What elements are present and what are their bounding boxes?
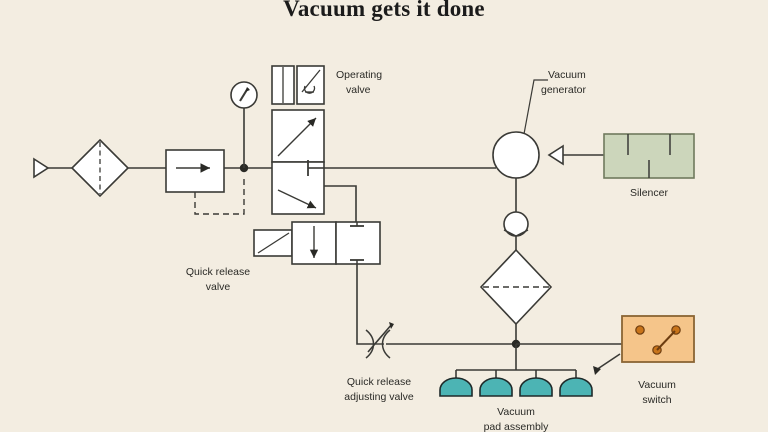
- silencer: [603, 133, 695, 179]
- label-quick-release-adjusting-valve-line1: Quick release: [347, 376, 411, 388]
- label-operating-valve-line1: Operating: [336, 69, 382, 81]
- diagram-labels: Operating valve Vacuum generator Silence…: [186, 69, 676, 432]
- label-silencer: Silencer: [630, 187, 668, 199]
- pressure-regulator: [165, 149, 245, 215]
- label-vacuum-pad-assembly-line2: pad assembly: [484, 421, 550, 432]
- vacuum-switch: [593, 315, 695, 375]
- air-filter: [70, 138, 130, 198]
- generator-exhaust-line: [547, 144, 604, 166]
- label-quick-release-valve-line2: valve: [206, 281, 231, 293]
- label-vacuum-switch-line1: Vacuum: [638, 379, 676, 391]
- label-quick-release-adjusting-valve-line2: adjusting valve: [344, 391, 414, 403]
- quick-release-outlet-line: [356, 264, 374, 345]
- label-quick-release-valve-line1: Quick release: [186, 266, 250, 278]
- pressure-gauge: [230, 81, 258, 168]
- label-operating-valve-line2: valve: [346, 84, 371, 96]
- air-supply-port: [33, 157, 50, 179]
- page-title: Vacuum gets it done: [283, 0, 485, 21]
- label-vacuum-generator-line1: Vacuum: [548, 69, 586, 81]
- vacuum-generator: [492, 79, 548, 179]
- label-vacuum-pad-assembly-line1: Vacuum: [497, 406, 535, 418]
- operating-valve: [271, 65, 325, 215]
- label-vacuum-generator-line2: generator: [541, 84, 586, 96]
- label-vacuum-switch-line2: switch: [642, 394, 671, 406]
- quick-release-valve: [253, 221, 381, 265]
- vacuum-pad-assembly: [439, 344, 593, 397]
- vacuum-line: [479, 178, 553, 344]
- quick-release-adjusting-valve: [365, 322, 394, 359]
